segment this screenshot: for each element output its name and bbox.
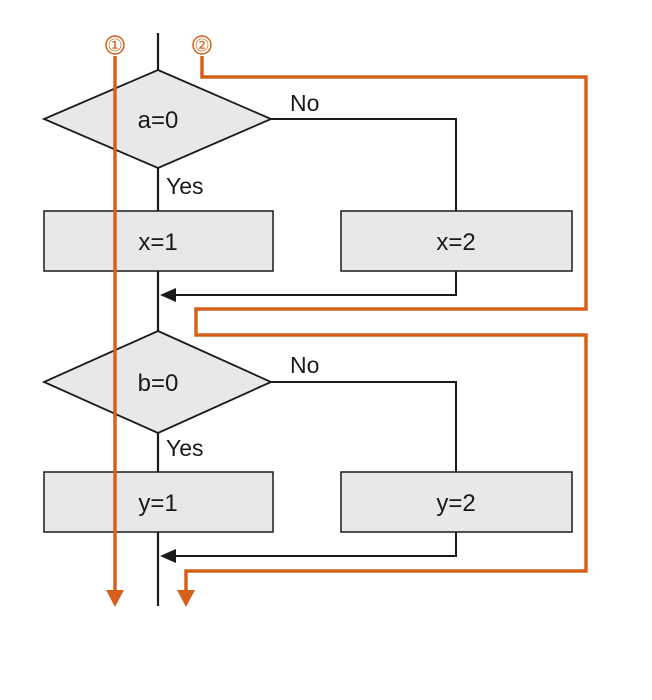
path-2-marker: ②: [194, 36, 209, 55]
no-label-1: No: [290, 90, 319, 116]
merge-line-2: [174, 532, 457, 557]
no-branch-line-1: [271, 118, 457, 211]
path-2-line: [184, 56, 588, 592]
merge-arrowhead-1: [160, 288, 176, 302]
path-1-marker-circle: [105, 35, 125, 55]
no-branch-line-2: [271, 381, 457, 472]
action-x2: x=2: [436, 229, 475, 256]
yes-label-1: Yes: [166, 173, 204, 199]
decision-block-2: b=0 No Yes y=1 y=2: [41, 330, 573, 563]
action-y1: y=1: [138, 490, 177, 517]
execution-path-2: ②: [177, 35, 588, 607]
process-box-y1: [43, 471, 274, 533]
decision-diamond-b: [41, 330, 274, 434]
process-box-x2: [340, 210, 573, 272]
process-box-x1: [43, 210, 274, 272]
path-1-marker: ①: [107, 36, 122, 55]
decision-diamond-a: [41, 69, 274, 169]
execution-path-1: ①: [105, 35, 125, 607]
path-2-arrowhead: [177, 590, 195, 607]
no-label-2: No: [290, 352, 319, 378]
action-y2: y=2: [436, 490, 475, 517]
merge-line-1: [174, 271, 457, 296]
merge-arrowhead-2: [160, 549, 176, 563]
decision-block-1: a=0 No Yes x=1 x=2: [41, 69, 573, 302]
condition-a: a=0: [138, 107, 179, 134]
path-2-marker-circle: [192, 35, 212, 55]
yes-label-2: Yes: [166, 435, 204, 461]
path-1-arrowhead: [106, 590, 124, 607]
condition-b: b=0: [138, 370, 179, 397]
action-x1: x=1: [138, 229, 177, 256]
